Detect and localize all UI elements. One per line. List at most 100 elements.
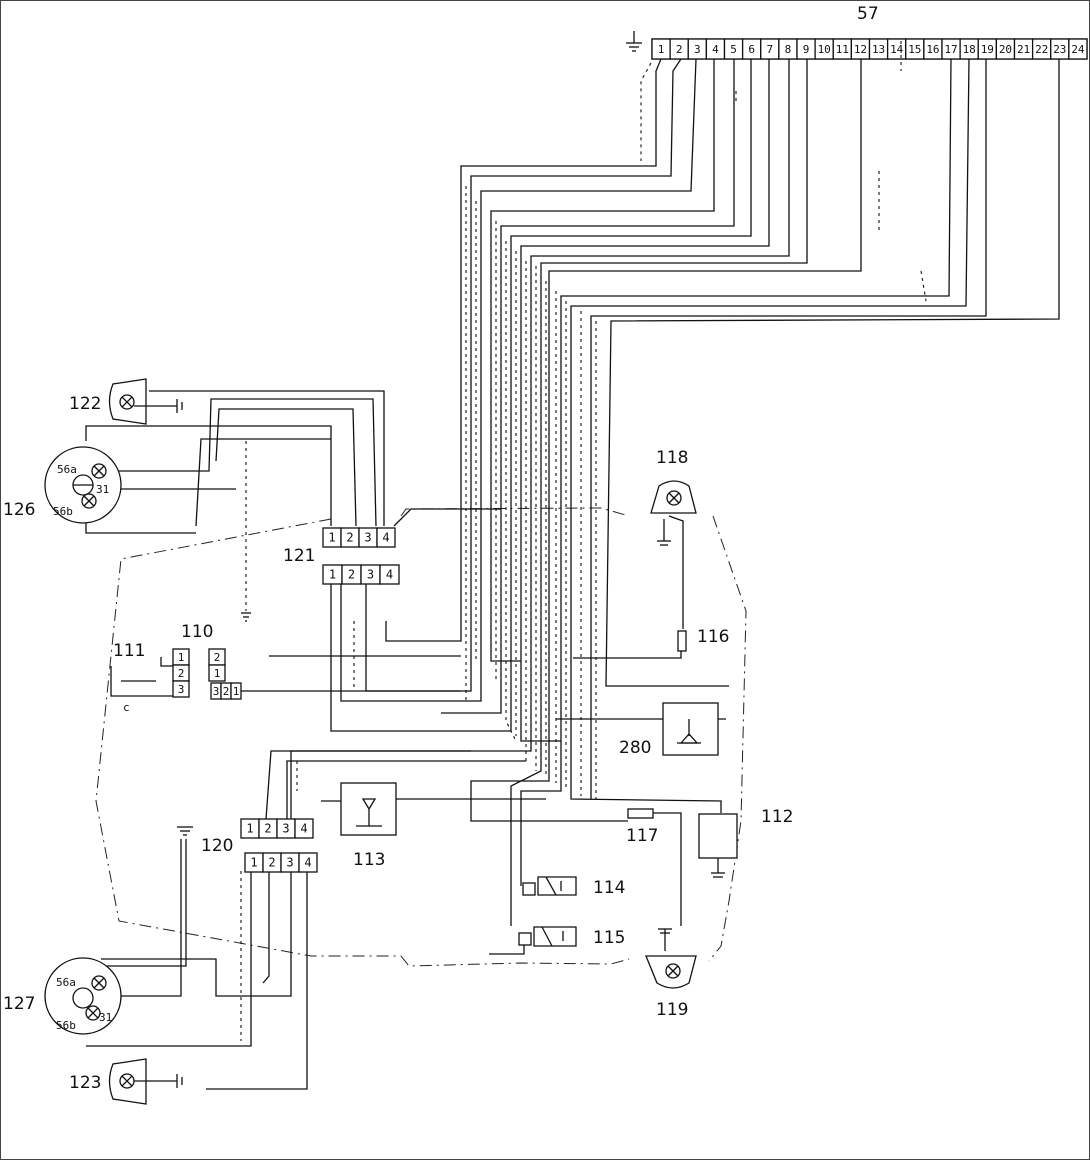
main-connector-pin-7: 7	[760, 38, 780, 60]
connector-120-label: 120	[201, 836, 233, 856]
svg-text:15: 15	[908, 43, 921, 56]
main-connector-pin-15: 15	[905, 38, 925, 60]
svg-text:1: 1	[214, 667, 221, 680]
svg-text:4: 4	[304, 856, 311, 870]
connector-111: 111 123 c	[113, 641, 190, 714]
svg-text:11: 11	[836, 43, 849, 56]
svg-text:c: c	[123, 701, 130, 714]
component-117-label: 117	[626, 826, 658, 846]
lamp-118-label: 118	[656, 448, 688, 468]
lamp-118: 118	[650, 448, 697, 546]
svg-text:1: 1	[246, 822, 253, 836]
connector-121-upper-pin-3: 3	[358, 527, 378, 548]
main-connector-pin-9: 9	[796, 38, 816, 60]
component-114-label: 114	[593, 878, 625, 898]
connector-120-lower-pin-1: 1	[244, 852, 264, 873]
component-115: 115	[518, 926, 625, 948]
component-114: 114	[522, 876, 625, 898]
lamp-122-label: 122	[69, 394, 101, 414]
svg-text:3: 3	[286, 856, 293, 870]
connector-110-upper-pin-1: 1	[208, 664, 226, 682]
svg-text:12: 12	[854, 43, 867, 56]
svg-text:1: 1	[658, 43, 665, 56]
main-connector-pin-23: 23	[1050, 38, 1070, 60]
connector-121-lower-pin-2: 2	[341, 564, 362, 585]
component-113: 113	[321, 782, 397, 870]
svg-text:1: 1	[329, 568, 336, 582]
connector-120-lower-pin-4: 4	[298, 852, 318, 873]
svg-text:1: 1	[250, 856, 257, 870]
component-280-label: 280	[619, 738, 651, 758]
svg-text:19: 19	[981, 43, 994, 56]
socket-127-terminal-31: 31	[99, 1011, 112, 1024]
svg-text:1: 1	[328, 531, 335, 545]
svg-text:4: 4	[382, 531, 389, 545]
connector-121-upper-pin-2: 2	[340, 527, 360, 548]
component-113-label: 113	[353, 850, 385, 870]
connector-110-upper-pin-2: 2	[208, 648, 226, 666]
svg-text:3: 3	[178, 683, 185, 696]
socket-126-label: 126	[3, 500, 35, 520]
socket-126-terminal-56a: 56a	[57, 463, 77, 476]
svg-text:2: 2	[346, 531, 353, 545]
connector-120-lower-pin-2: 2	[262, 852, 282, 873]
connector-120-upper-pin-1: 1	[240, 818, 260, 839]
svg-text:13: 13	[872, 43, 885, 56]
connector-121-upper-pin-4: 4	[376, 527, 396, 548]
svg-text:4: 4	[300, 822, 307, 836]
main-connector-pin-4: 4	[705, 38, 726, 60]
svg-text:1: 1	[178, 651, 185, 664]
svg-text:10: 10	[818, 43, 831, 56]
svg-text:23: 23	[1053, 43, 1066, 56]
svg-text:1: 1	[233, 685, 240, 698]
main-connector-pin-6: 6	[741, 38, 762, 60]
connector-121-upper-pin-1: 1	[322, 527, 342, 548]
svg-text:2: 2	[268, 856, 275, 870]
svg-text:3: 3	[364, 531, 371, 545]
svg-text:4: 4	[386, 568, 393, 582]
lamp-122: 122	[69, 378, 183, 425]
main-connector-pin-20: 20	[995, 38, 1016, 60]
svg-text:3: 3	[367, 568, 374, 582]
svg-text:24: 24	[1071, 43, 1085, 56]
connector-121-label: 121	[283, 546, 315, 566]
socket-127: 127 56a 56b 31	[3, 957, 122, 1035]
connector-121-lower-pin-1: 1	[322, 564, 343, 585]
svg-text:2: 2	[214, 651, 221, 664]
main-connector-pin-14: 14	[886, 38, 907, 60]
main-connector-pin-17: 17	[941, 38, 961, 60]
connector-110-label: 110	[181, 622, 213, 642]
svg-text:5: 5	[730, 43, 737, 56]
main-connector-ground-symbol	[626, 31, 642, 52]
svg-text:17: 17	[944, 43, 957, 56]
connector-110-upper-pins: 21	[208, 648, 226, 682]
trailer-body-outline	[95, 507, 747, 967]
svg-text:18: 18	[963, 43, 976, 56]
svg-text:2: 2	[178, 667, 185, 680]
socket-126: 126 56a 56b 31	[3, 446, 122, 524]
svg-text:2: 2	[264, 822, 271, 836]
main-connector-pin-2: 2	[669, 38, 689, 60]
connector-110-lower-pin-1: 1	[230, 682, 242, 700]
main-connector-pin-10: 10	[814, 38, 834, 60]
connector-120-upper-pin-4: 4	[294, 818, 314, 839]
socket-127-terminal-56b: 56b	[56, 1019, 76, 1032]
connector-110-lower-pin-2: 2	[220, 682, 232, 700]
main-connector-pin-22: 22	[1031, 38, 1052, 60]
lamp-119-label: 119	[656, 1000, 688, 1020]
svg-text:21: 21	[1017, 43, 1030, 56]
connector-120-upper-pin-2: 2	[258, 818, 278, 839]
component-280: 280	[619, 702, 719, 758]
svg-text:20: 20	[999, 43, 1012, 56]
svg-text:6: 6	[748, 43, 755, 56]
main-connector-pin-3: 3	[687, 38, 708, 60]
